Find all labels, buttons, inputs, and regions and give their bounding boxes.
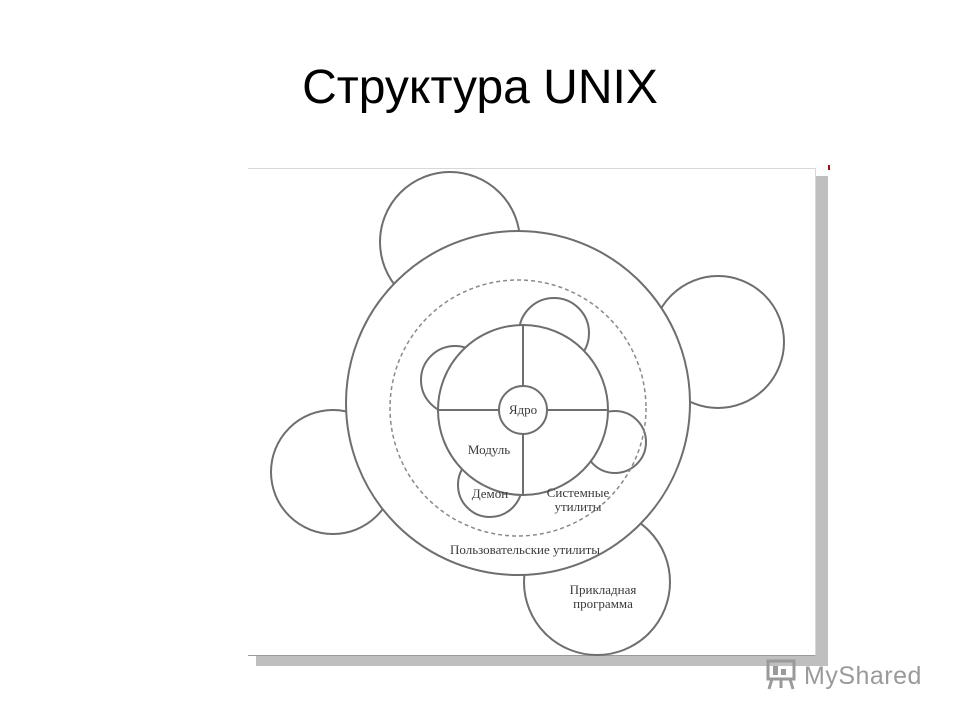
- kernel-label: Ядро: [509, 402, 537, 417]
- watermark-text: MyShared: [804, 661, 922, 690]
- dashed-boundary: [389, 279, 647, 537]
- module-label: Модуль: [468, 442, 510, 457]
- system-utils-label-line1: Системные: [547, 485, 610, 500]
- corner-mark: [828, 165, 830, 170]
- application-label-line2: программа: [573, 596, 633, 611]
- user-utils-label: Пользовательские утилиты: [450, 542, 600, 557]
- kernel-circle: [498, 385, 548, 435]
- application-label-line1: Прикладная: [570, 582, 637, 597]
- daemon-label: Демон: [472, 486, 509, 501]
- watermark: MyShared: [766, 656, 922, 696]
- slide-title: Структура UNIX: [302, 61, 658, 114]
- system-utils-label-line2: утилиты: [555, 499, 602, 514]
- presentation-board-icon: [766, 657, 798, 696]
